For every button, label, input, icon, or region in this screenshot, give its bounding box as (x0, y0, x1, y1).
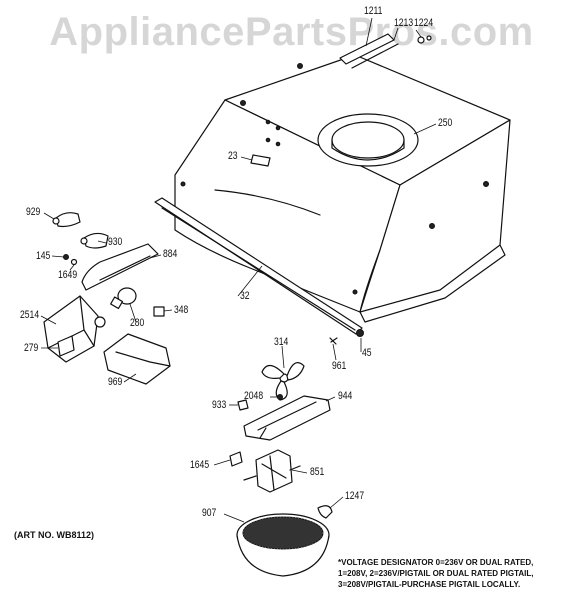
callout-961: 961 (332, 360, 347, 372)
art-number: (ART NO. WB8112) (14, 530, 95, 540)
hood-body-250 (174, 54, 511, 323)
label-plate-23 (250, 154, 271, 167)
grease-filter-907 (236, 513, 330, 577)
callout-250: 250 (438, 117, 453, 129)
callout-851: 851 (310, 466, 325, 478)
voltage-note-line: 3=208V/PIGTAIL-PURCHASE PIGTAIL LOCALLY. (338, 580, 521, 589)
callout-45: 45 (362, 347, 372, 359)
callout-1224: 1224 (414, 17, 434, 29)
callout-1649: 1649 (58, 269, 78, 281)
callout-348: 348 (174, 304, 189, 316)
callout-884: 884 (163, 248, 178, 260)
leader-lines (40, 17, 437, 523)
voltage-note-line: *VOLTAGE DESIGNATOR 0=236V OR DUAL RATED… (338, 558, 534, 567)
callout-1645: 1645 (190, 459, 210, 471)
fan-assembly (229, 362, 333, 519)
callout-23: 23 (228, 150, 238, 162)
callout-2048: 2048 (244, 390, 264, 402)
callout-933: 933 (212, 399, 227, 411)
trim-strip-32 (154, 197, 363, 335)
callout-1247: 1247 (345, 490, 365, 502)
callout-944: 944 (338, 390, 353, 402)
screw-961 (329, 337, 338, 345)
callout-1211: 1211 (364, 5, 383, 17)
callout-280: 280 (130, 317, 145, 329)
callout-969: 969 (108, 376, 123, 388)
voltage-note-line: 1=208V, 2=236V/PIGTAIL OR DUAL RATED PIG… (338, 569, 534, 578)
callout-314: 314 (274, 336, 289, 348)
callout-1213: 1213 (394, 17, 414, 29)
light-parts (43, 212, 171, 385)
callout-907: 907 (202, 507, 217, 519)
callout-32: 32 (240, 290, 250, 302)
callout-929: 929 (26, 206, 41, 218)
watermark: AppliancePartsPros.com (49, 10, 534, 54)
plug-45 (356, 329, 364, 337)
voltage-note: *VOLTAGE DESIGNATOR 0=236V OR DUAL RATED… (338, 557, 533, 590)
callout-930: 930 (108, 236, 123, 248)
callout-279: 279 (24, 342, 39, 354)
callout-145: 145 (36, 250, 51, 262)
callout-2514: 2514 (20, 309, 40, 321)
